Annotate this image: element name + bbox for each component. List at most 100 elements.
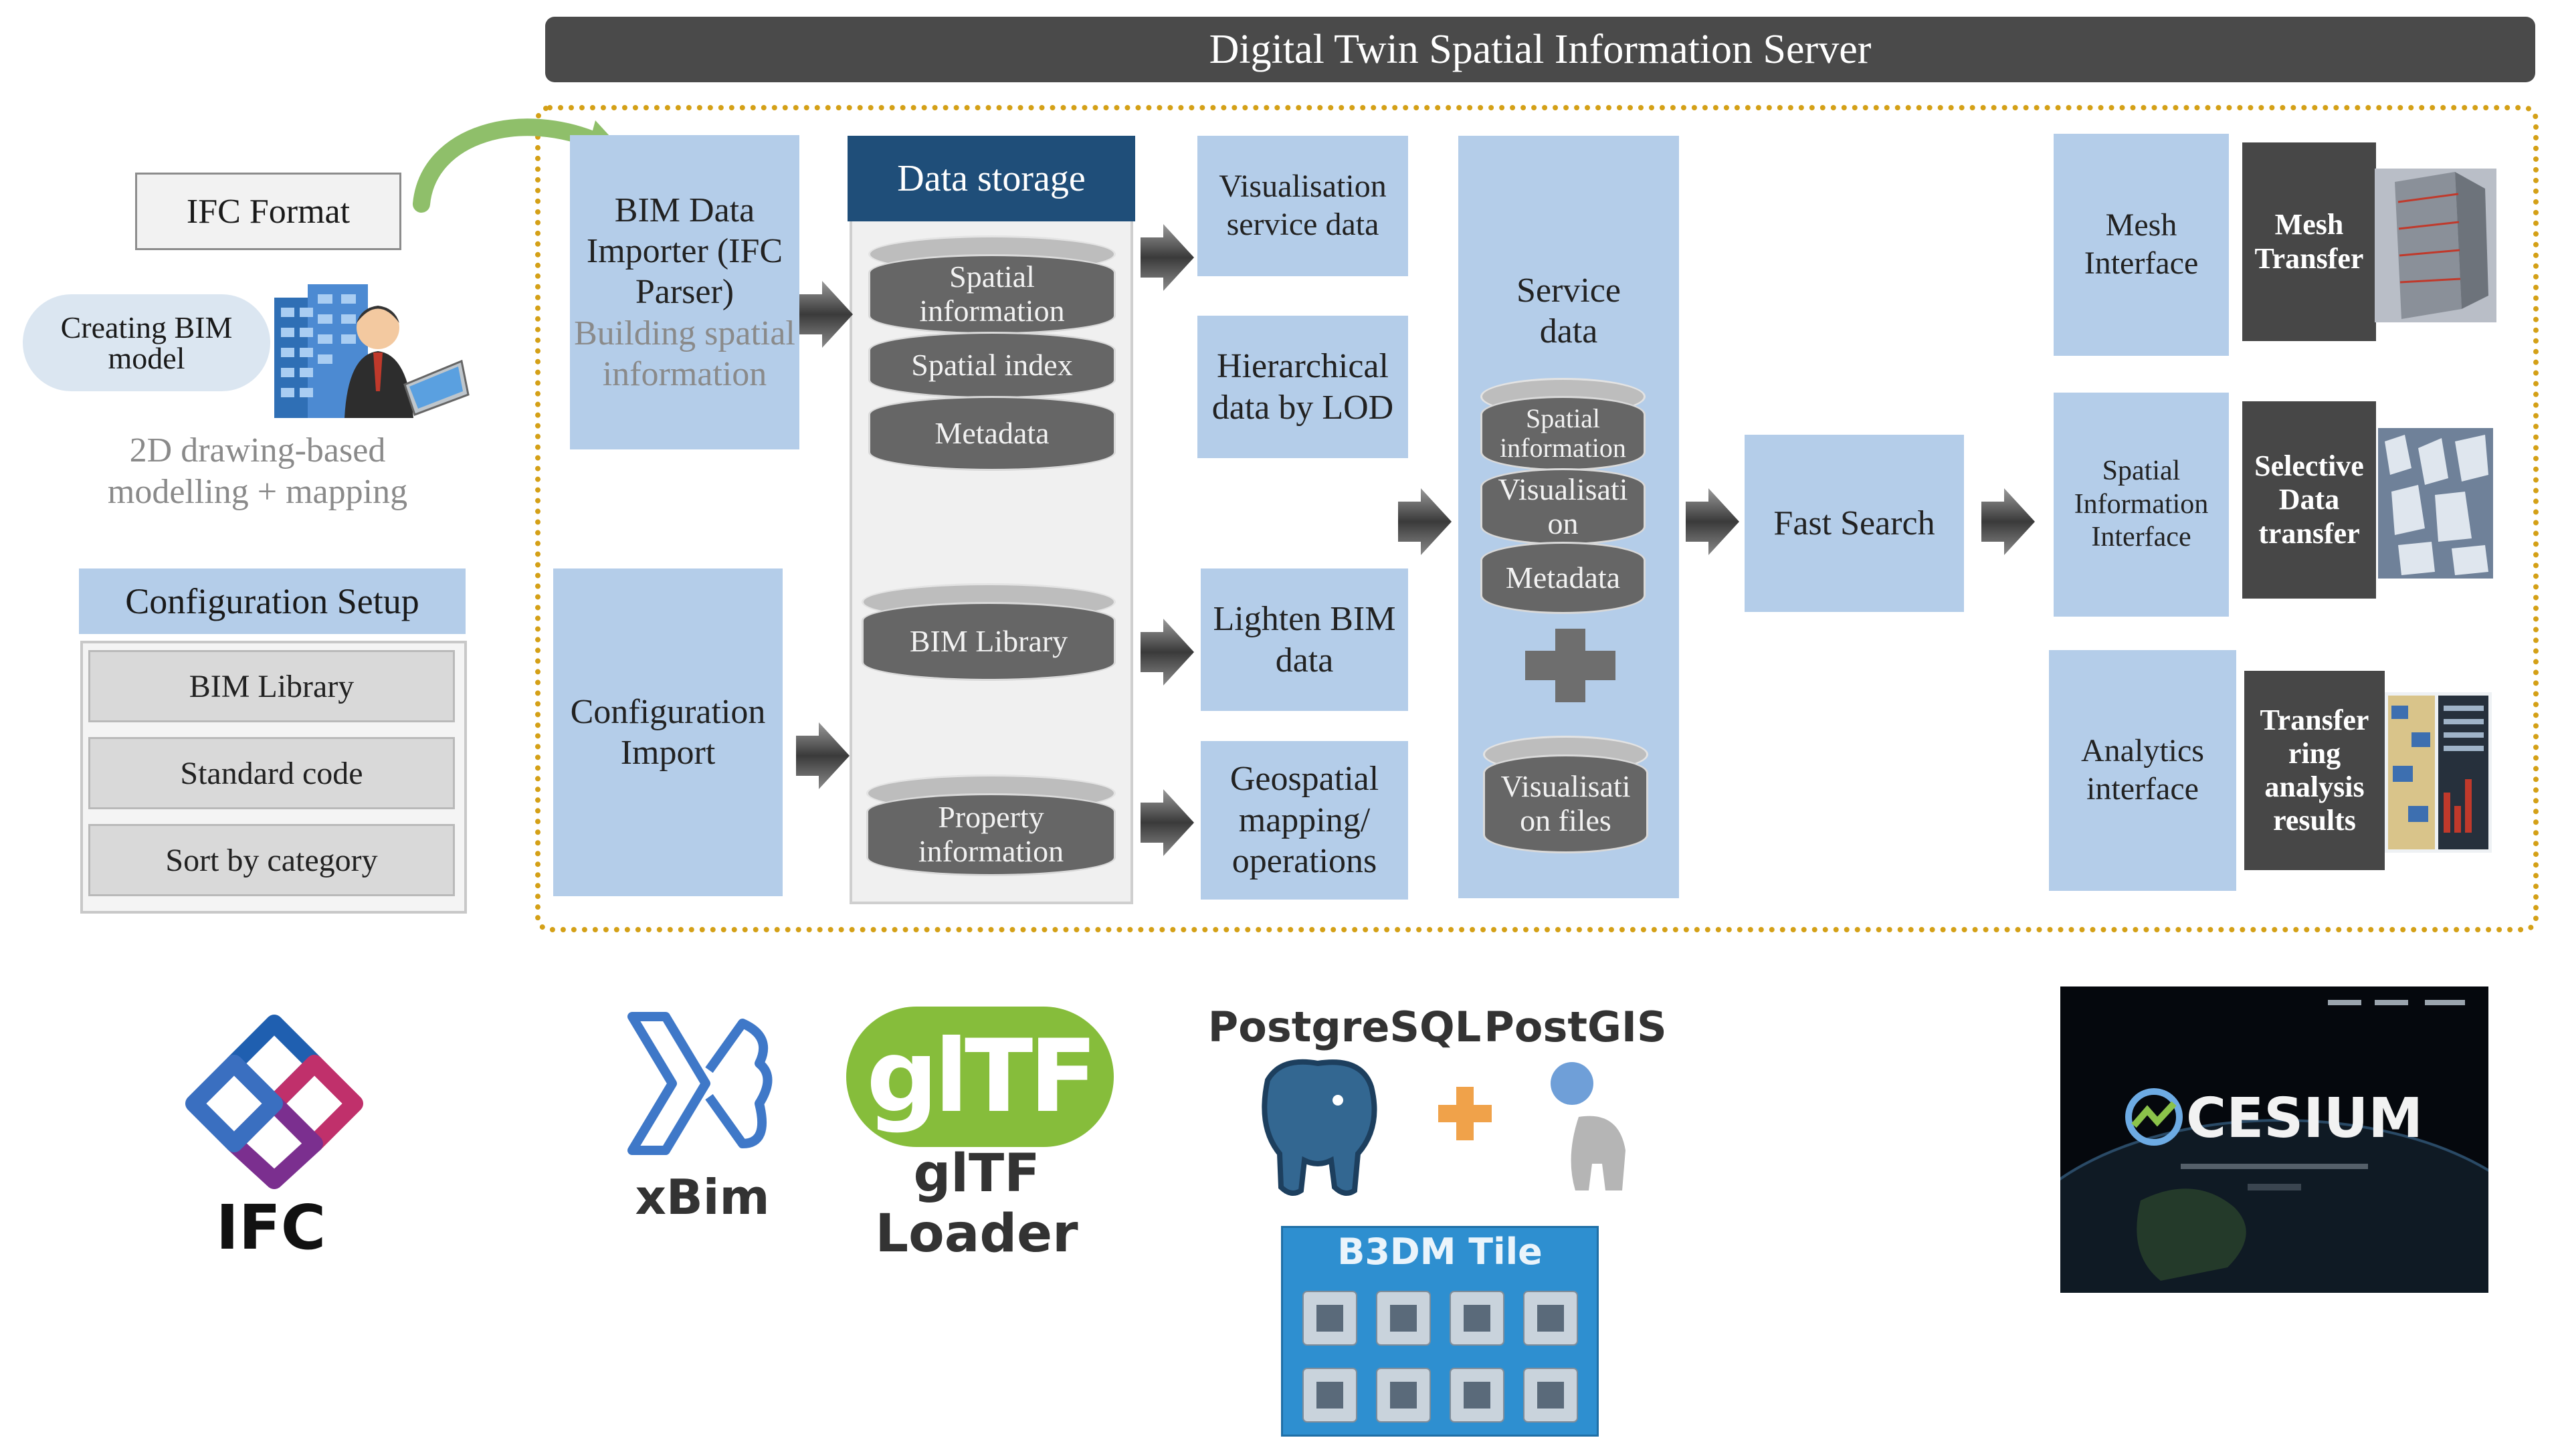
- cylinder-label: Visualisati on: [1498, 472, 1628, 540]
- interface-label: Mesh Interface: [2084, 207, 2199, 281]
- creating-bim-bubble: Creating BIM model: [23, 294, 270, 391]
- building-mesh-thumbnail: [2375, 169, 2496, 322]
- lighten-bim-label: Lighten BIM data: [1213, 600, 1396, 680]
- transfer-label: Transfer ring analysis results: [2260, 703, 2369, 837]
- cesium-logo-text: CESIUM: [2177, 1087, 2432, 1150]
- geospatial-mapping-box: Geospatial mapping/ operations: [1201, 741, 1408, 900]
- gltf-logo-label: glTF: [866, 1019, 1098, 1135]
- service-data-header: Service data: [1458, 261, 1679, 361]
- arrow-icon: [799, 281, 853, 348]
- cylinder-label: Property information: [918, 800, 1064, 868]
- bim-modeller-icon: [274, 284, 470, 418]
- gltf-loader-label: glTF Loader: [875, 1144, 1078, 1264]
- drawing-modelling-caption: 2D drawing-based modelling + mapping: [74, 428, 441, 515]
- cylinder-property-information: Property information: [866, 793, 1116, 876]
- gltf-loader-text: glTF Loader: [829, 1144, 1124, 1264]
- cylinder-metadata: Metadata: [868, 396, 1116, 471]
- analytics-dashboard-thumbnail: [2385, 692, 2492, 853]
- service-cylinder-spatial: Spatial information: [1480, 396, 1646, 471]
- cylinder-label: Spatial information: [919, 259, 1065, 328]
- postgis-elephant-globe-icon: [1551, 1062, 1625, 1190]
- building-spatial-label: Building spatial information: [574, 314, 795, 394]
- cesium-logo-icon: [2125, 1088, 2183, 1146]
- postgis-text: PostGIS: [1484, 1002, 1667, 1051]
- arrow-icon: [796, 722, 850, 789]
- cesium-logo-label: CESIUM: [2186, 1087, 2423, 1150]
- cylinder-bim-library: BIM Library: [862, 602, 1116, 681]
- postgresql-text: PostgreSQL: [1207, 1002, 1482, 1051]
- config-item-sort-by-category: Sort by category: [88, 824, 455, 896]
- hierarchical-lod-label: Hierarchical data by LOD: [1211, 347, 1394, 427]
- ifc-logo-text: IFC: [207, 1190, 334, 1264]
- config-setup-label: Configuration Setup: [125, 581, 419, 621]
- ifc-format-box: IFC Format: [135, 173, 401, 250]
- arrow-icon: [1686, 488, 1739, 555]
- bim-data-importer-box: BIM Data Importer (IFC Parser) Building …: [570, 135, 799, 449]
- analytics-interface-box: Analytics interface: [2049, 650, 2236, 891]
- drawing-modelling-label: 2D drawing-based modelling + mapping: [107, 431, 408, 511]
- b3dm-tiles-grid: [1302, 1291, 1578, 1423]
- visualisation-service-label: Visualisation service data: [1219, 169, 1387, 242]
- xbim-logo-text: xBim: [622, 1164, 783, 1231]
- cylinder-label: Metadata: [1505, 560, 1621, 595]
- arrow-icon: [1141, 619, 1194, 686]
- city-model-thumbnail: [2378, 428, 2493, 579]
- config-item-label: Standard code: [180, 755, 363, 791]
- config-item-label: BIM Library: [189, 668, 355, 704]
- arrow-icon: [1981, 488, 2035, 555]
- postgresql-label: PostgreSQL: [1208, 1000, 1481, 1053]
- xbim-logo-label: xBim: [635, 1169, 770, 1225]
- cylinder-label: BIM Library: [909, 623, 1068, 658]
- arrow-icon: [1141, 224, 1194, 291]
- arrow-icon: [1398, 488, 1452, 555]
- earth-globe-icon: [2060, 1000, 2488, 1293]
- fast-search-label: Fast Search: [1773, 504, 1935, 542]
- ifc-logo-label: IFC: [215, 1191, 326, 1263]
- config-item-label: Sort by category: [165, 842, 378, 878]
- gltf-logo: glTF: [840, 1000, 1120, 1154]
- ifc-logo-icon: [185, 1015, 363, 1189]
- spatial-information-interface-box: Spatial Information Interface: [2054, 393, 2229, 617]
- cylinder-spatial-information: Spatial information: [868, 254, 1116, 334]
- cylinder-label: Spatial information: [1500, 403, 1626, 463]
- b3dm-title-label: B3DM Tile: [1337, 1230, 1543, 1273]
- interface-label: Analytics interface: [2081, 733, 2204, 807]
- mesh-interface-box: Mesh Interface: [2054, 134, 2229, 356]
- transfer-analysis-results-box: Transfer ring analysis results: [2244, 671, 2385, 870]
- postgis-label: PostGIS: [1484, 1000, 1666, 1053]
- configuration-import-label: Configuration Import: [570, 692, 766, 772]
- mesh-transfer-box: Mesh Transfer: [2242, 142, 2376, 341]
- config-item-standard-code: Standard code: [88, 737, 455, 809]
- geospatial-mapping-label: Geospatial mapping/ operations: [1229, 760, 1379, 881]
- service-cylinder-metadata: Metadata: [1480, 542, 1646, 614]
- b3dm-title: B3DM Tile: [1283, 1228, 1597, 1275]
- service-cylinder-visualisation-files: Visualisati on files: [1483, 754, 1648, 853]
- cylinder-label: Spatial index: [911, 347, 1073, 382]
- transfer-label: Mesh Transfer: [2254, 208, 2364, 275]
- importer-label: BIM Data Importer (IFC Parser): [586, 191, 783, 312]
- service-cylinder-visualisation: Visualisati on: [1480, 468, 1646, 545]
- lighten-bim-box: Lighten BIM data: [1201, 568, 1408, 711]
- server-boundary: [535, 105, 2539, 932]
- visualisation-service-box: Visualisation service data: [1197, 136, 1408, 276]
- config-item-bim-library: BIM Library: [88, 650, 455, 722]
- hierarchical-lod-box: Hierarchical data by LOD: [1197, 316, 1408, 458]
- b3dm-tile-panel: B3DM Tile: [1281, 1226, 1599, 1437]
- config-setup-header: Configuration Setup: [79, 568, 466, 634]
- server-title-bar: Digital Twin Spatial Information Server: [545, 17, 2535, 82]
- arrow-icon: [1141, 789, 1194, 856]
- data-storage-header: Data storage: [848, 136, 1135, 221]
- server-title: Digital Twin Spatial Information Server: [1209, 26, 1872, 72]
- creating-bim-label: Creating BIM model: [60, 310, 233, 375]
- fast-search-box: Fast Search: [1745, 435, 1964, 612]
- cylinder-spatial-index: Spatial index: [868, 332, 1116, 399]
- transfer-label: Selective Data transfer: [2254, 449, 2364, 550]
- xbim-logo-icon: [627, 1012, 773, 1155]
- ifc-format-label: IFC Format: [186, 192, 351, 231]
- cesium-screenshot: CESIUM: [2060, 986, 2488, 1293]
- cylinder-label: Metadata: [934, 415, 1050, 450]
- plus-icon: [1525, 629, 1615, 702]
- configuration-import-box: Configuration Import: [553, 568, 783, 896]
- service-data-label: Service data: [1516, 271, 1621, 350]
- selective-data-transfer-box: Selective Data transfer: [2242, 401, 2376, 599]
